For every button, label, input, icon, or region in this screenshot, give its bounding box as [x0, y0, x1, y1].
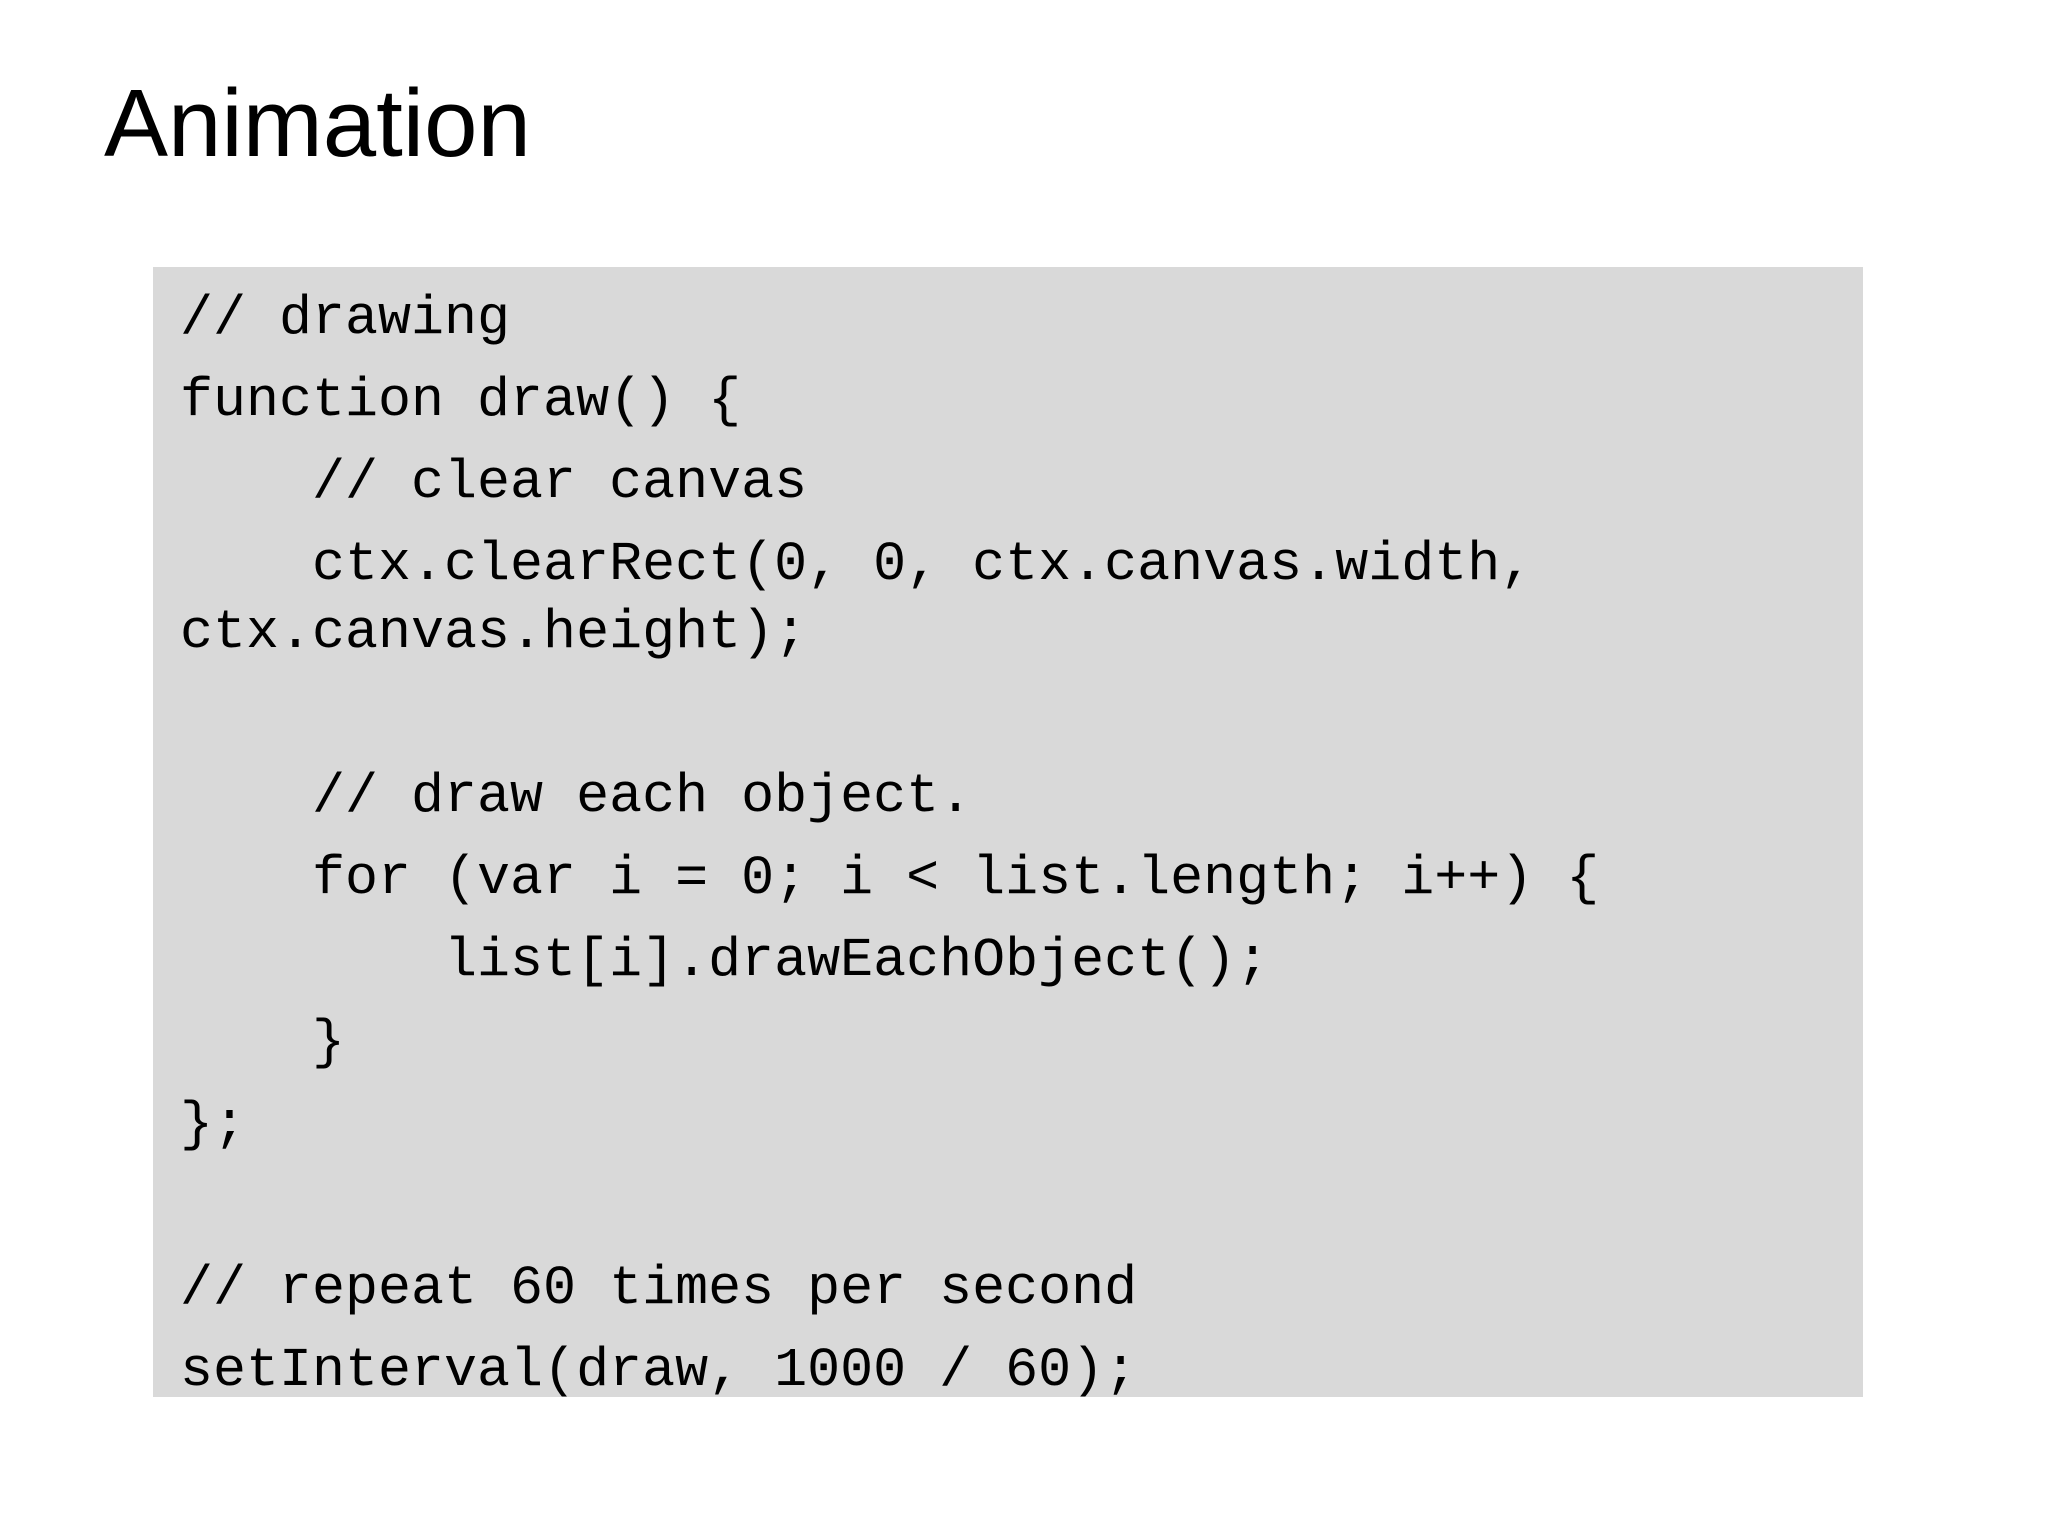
code-paragraph [180, 681, 1836, 749]
code-paragraph: function draw() { [180, 369, 742, 432]
code-paragraph: // repeat 60 times per second [180, 1257, 1138, 1320]
slide-title: Animation [104, 70, 531, 177]
code-block: // drawing function draw() { // clear can… [153, 267, 1863, 1397]
code-paragraph: }; [180, 1093, 247, 1156]
code-paragraph: setInterval(draw, 1000 / 60); [180, 1339, 1138, 1397]
code-paragraph: // clear canvas [180, 451, 808, 514]
code-paragraph [180, 1173, 1836, 1241]
code-paragraph: ctx.clearRect(0, 0, ctx.canvas.width, ct… [180, 533, 1534, 664]
code-paragraph: // drawing [180, 287, 511, 350]
code-paragraph: // draw each object. [180, 765, 973, 828]
code-paragraph: } [180, 1011, 346, 1074]
code-paragraph: for (var i = 0; i < list.length; i++) { [180, 847, 1600, 910]
code-paragraph: list[i].drawEachObject(); [180, 929, 1270, 992]
